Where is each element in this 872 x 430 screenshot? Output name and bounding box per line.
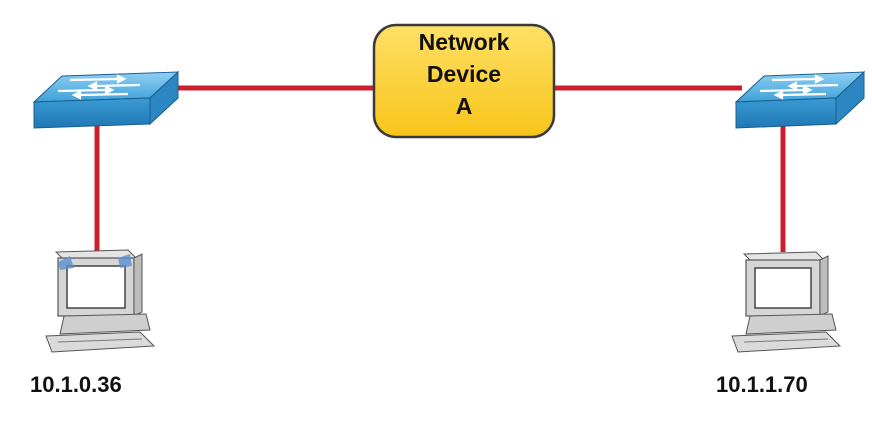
network-device-a-box [372, 23, 556, 139]
right-pc-ip-label: 10.1.1.70 [716, 372, 808, 397]
right-switch-icon [734, 70, 866, 129]
network-device-a-label: Network Device A [374, 26, 554, 122]
device-label-line-2: Device [426, 61, 502, 87]
link-lines [94, 85, 786, 252]
device-label-line-1: Network [418, 29, 510, 55]
left-switch-icon [32, 70, 180, 129]
right-pc-icon [731, 251, 842, 353]
device-label-line-3: A [455, 93, 473, 119]
left-pc-icon [45, 249, 156, 353]
left-pc-ip-label: 10.1.0.36 [30, 372, 122, 397]
